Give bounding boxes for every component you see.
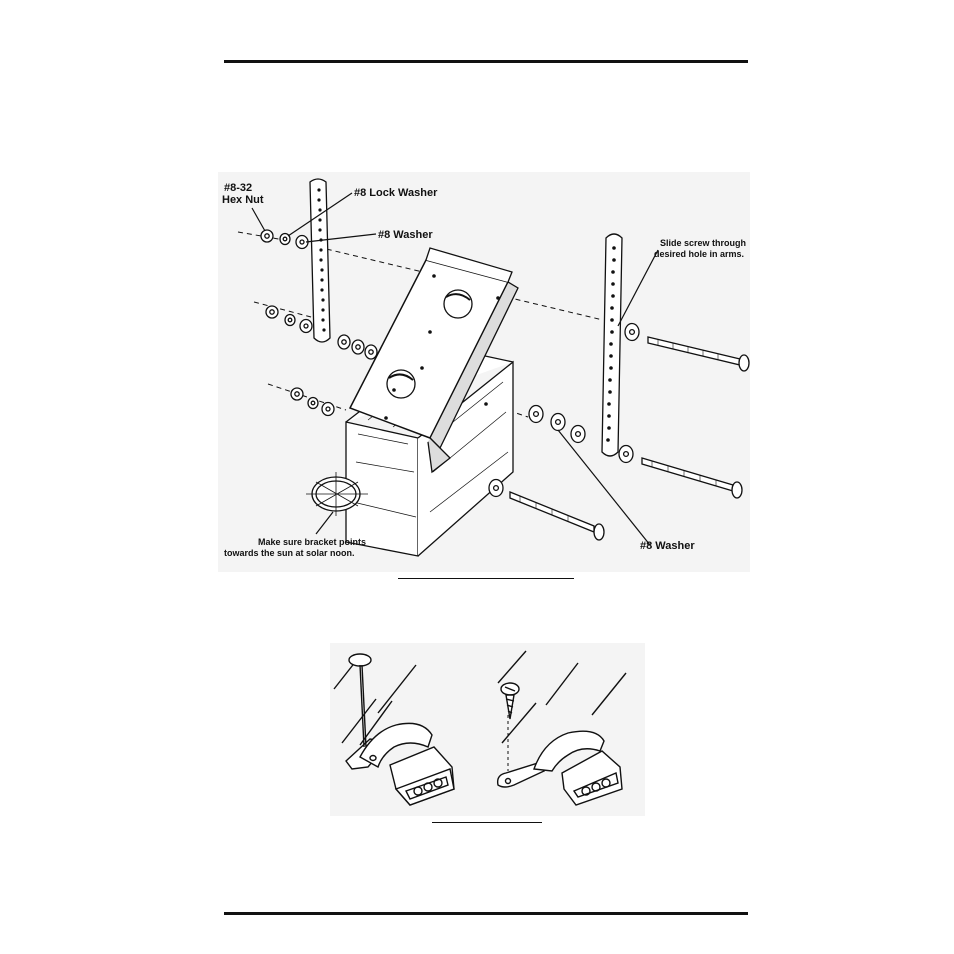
wood-screw-icon (500, 682, 520, 720)
label-slide-2: desired hole in arms. (654, 249, 744, 259)
label-hex-nut-1: #8-32 (224, 182, 252, 194)
figure2-caption-rule (432, 822, 542, 823)
leader-lines (251, 192, 659, 546)
bottom-rule (224, 912, 748, 915)
label-hex-nut-2: Hex Nut (222, 194, 264, 206)
label-slide-1: Slide screw through (660, 238, 746, 248)
left-arm (309, 178, 331, 343)
lower-hardware (290, 387, 335, 417)
tube-right (496, 650, 627, 806)
tube-left (333, 660, 455, 806)
right-arm (601, 233, 623, 457)
figure1-caption-rule (398, 578, 574, 579)
label-lock-washer: #8 Lock Washer (354, 187, 438, 199)
label-sun-1: Make sure bracket points (258, 537, 366, 547)
label-washer-bottom: #8 Washer (640, 540, 695, 552)
bracket-assembly-figure: #8-32 Hex Nut #8 Lock Washer #8 Washer S… (218, 172, 750, 572)
top-hardware (260, 229, 309, 250)
top-rule (224, 60, 748, 63)
nail-icon (348, 653, 372, 748)
label-washer-top: #8 Washer (378, 229, 433, 241)
label-sun-2: towards the sun at solar noon. (224, 548, 355, 558)
middle-hardware (265, 305, 378, 360)
sun-direction-icon (306, 472, 368, 516)
tube-clip-figure (330, 643, 645, 816)
right-hardware (488, 322, 640, 498)
screws (509, 336, 750, 541)
mounting-bracket (348, 247, 519, 474)
